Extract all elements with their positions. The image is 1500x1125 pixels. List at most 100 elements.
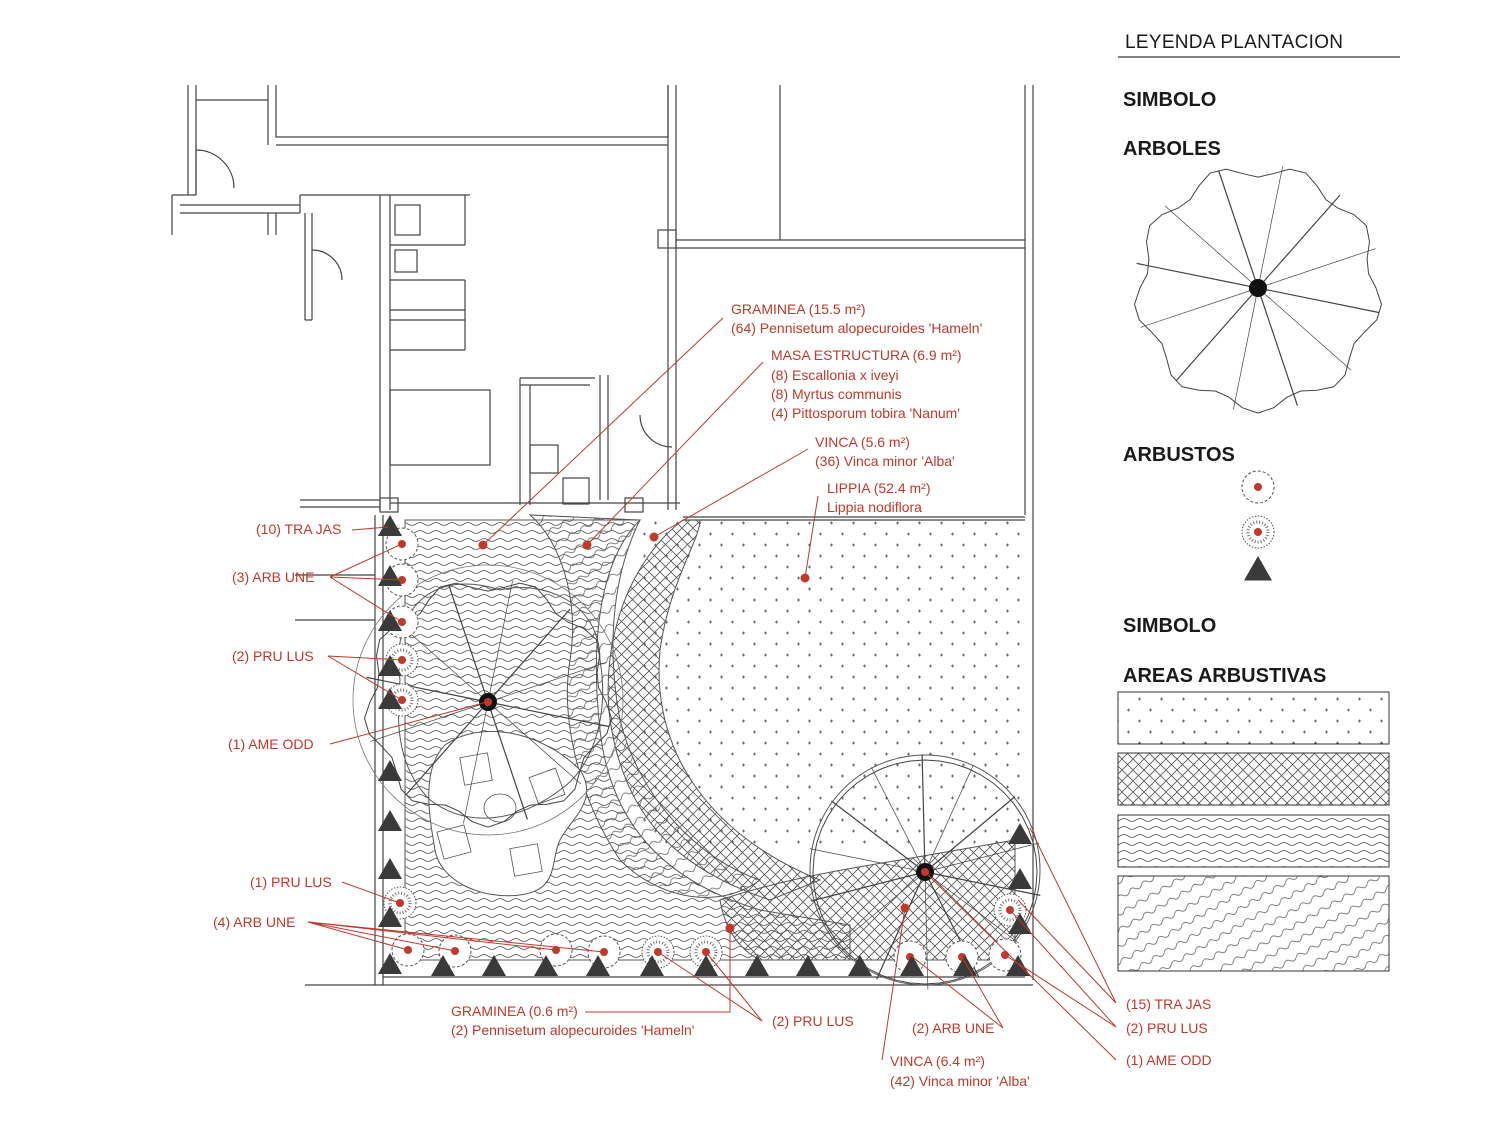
label-ame-odd-left: (1) AME ODD: [228, 736, 314, 752]
tree-branch-line: [448, 584, 489, 703]
leader-lines: [307, 317, 1117, 1061]
trellis-triangle-icon: [378, 655, 402, 676]
tree-trunk-dot: [1249, 279, 1267, 297]
tree-branch-line: [924, 842, 1040, 873]
trellis-triangle-icon: [1006, 955, 1030, 976]
trellis-triangle-icon: [534, 955, 558, 976]
svg-text:(2) Pennisetum alopecuroides ': (2) Pennisetum alopecuroides 'Hameln': [451, 1022, 694, 1038]
trellis-triangle-icon: [378, 760, 402, 781]
tree-branch-line: [876, 871, 926, 980]
svg-text:(8) Escallonia x iveyi: (8) Escallonia x iveyi: [771, 367, 899, 383]
legend-symbol-heading-2: SIMBOLO: [1123, 615, 1216, 637]
tree-canopy-left: [397, 583, 604, 819]
tree-marker-dot: [484, 698, 492, 706]
label-pru-lus-2-left: (2) PRU LUS: [232, 648, 314, 664]
label-tra-jas-10: (10) TRA JAS: [256, 521, 341, 537]
legend-symbol-heading: SIMBOLO: [1123, 89, 1216, 111]
tree-branch-line: [1257, 248, 1376, 289]
shrub-foliage-ring: [390, 648, 414, 672]
trellis-triangle-icon: [1008, 868, 1032, 889]
svg-text:Lippia nodiflora: Lippia nodiflora: [827, 499, 922, 515]
legend-areas-heading: AREAS ARBUSTIVAS: [1123, 665, 1326, 687]
tree-branch-line: [1257, 287, 1352, 371]
trellis-triangle-icon: [378, 953, 402, 974]
tree-branch-line: [924, 871, 1041, 896]
svg-text:GRAMINEA (15.5 m²): GRAMINEA (15.5 m²): [731, 301, 866, 317]
trellis-triangle-icon: [900, 955, 924, 976]
tree-branch-line: [1164, 205, 1259, 289]
trellis-triangle-icon: [378, 610, 402, 631]
tree-branch-line: [487, 608, 571, 703]
tree-branch-line: [810, 871, 926, 902]
tree-branch-line: [1257, 194, 1341, 289]
shrub-foliage-ring: [998, 898, 1022, 922]
trellis-triangle-icon: [848, 955, 872, 976]
tree-branch-line: [1136, 262, 1259, 289]
shrub-foliage-ring: [646, 940, 670, 964]
tree-branch-line: [1218, 170, 1259, 289]
trellis-triangle-icon: [378, 688, 402, 709]
tree-branch-line: [1257, 287, 1298, 406]
tree-branch-line: [924, 796, 1016, 873]
legend-swatch-masa-estructura: [1117, 875, 1390, 972]
building-floorplan: [171, 85, 1034, 986]
label-arb-une-4: (4) ARB UNE: [213, 914, 295, 930]
legend-title: LEYENDA PLANTACION: [1125, 32, 1343, 53]
trellis-triangle-icon: [1244, 556, 1272, 581]
lippia-area: [640, 520, 1025, 845]
label-pru-lus-2-right: (2) PRU LUS: [1126, 1020, 1208, 1036]
tree-canopy-outline: [812, 759, 1038, 985]
tree-branch-line: [487, 662, 606, 703]
tree-branch-line: [924, 871, 1019, 944]
vinca-area-lower: [719, 839, 1016, 961]
svg-text:(4) Pittosporum tobira 'Nanum': (4) Pittosporum tobira 'Nanum': [771, 405, 960, 421]
label-arb-une-2: (2) ARB UNE: [912, 1020, 994, 1036]
tree-branch-line: [834, 871, 926, 948]
callout-graminea-small: GRAMINEA (0.6 m²) (2) Pennisetum alopecu…: [451, 1003, 694, 1038]
tree-branch-line: [830, 800, 926, 873]
tree-branch-line: [1257, 287, 1380, 314]
masa-estructura-area: [528, 514, 762, 898]
svg-text:VINCA (6.4 m²): VINCA (6.4 m²): [890, 1053, 985, 1069]
shrub-foliage-ring: [388, 891, 412, 915]
svg-text:GRAMINEA (0.6 m²): GRAMINEA (0.6 m²): [451, 1003, 578, 1019]
planting-areas: [352, 514, 1041, 986]
trellis-tra-jas: [378, 515, 1032, 976]
trellis-triangle-icon: [694, 955, 718, 976]
tree-canopy-left-outer: [352, 564, 624, 836]
legend-shrub-symbols: [1241, 470, 1275, 581]
label-arb-une-3: (3) ARB UNE: [232, 569, 314, 585]
tree-branch-line: [809, 848, 926, 873]
legend-swatch-vinca: [1117, 752, 1390, 806]
trellis-triangle-icon: [1008, 823, 1032, 844]
shrub-foliage-ring: [390, 688, 414, 712]
trellis-triangle-icon: [378, 565, 402, 586]
svg-text:(64) Pennisetum alopecuroides: (64) Pennisetum alopecuroides 'Hameln': [731, 320, 982, 336]
svg-text:(42) Vinca minor 'Alba': (42) Vinca minor 'Alba': [890, 1073, 1030, 1089]
trellis-triangle-icon: [586, 955, 610, 976]
tree-branch-line: [370, 701, 489, 742]
tree-canopy-right: [809, 754, 1041, 986]
legend: LEYENDA PLANTACION SIMBOLO ARBOLES ARBUS…: [1117, 32, 1400, 972]
tree-branch-line: [487, 580, 513, 703]
tree-branch-line: [487, 701, 610, 728]
label-pru-lus-2-bottom: (2) PRU LUS: [772, 1013, 854, 1029]
trellis-triangle-icon: [640, 955, 664, 976]
tree-branch-line: [487, 701, 582, 785]
trellis-triangle-icon: [745, 955, 769, 976]
tree-branch-line: [871, 767, 926, 873]
legend-tree-symbol: [1133, 166, 1383, 414]
tree-branch-line: [1233, 287, 1259, 410]
tree-branch-line: [1175, 287, 1259, 382]
label-tra-jas-15: (15) TRA JAS: [1126, 996, 1211, 1012]
trellis-triangle-icon: [378, 810, 402, 831]
tree-branch-line: [924, 871, 929, 990]
trellis-triangle-icon: [1008, 913, 1032, 934]
trellis-triangle-icon: [378, 515, 402, 536]
legend-trees-heading: ARBOLES: [1123, 138, 1221, 160]
tree-canopy-outline: [1133, 168, 1383, 414]
svg-text:LIPPIA (52.4 m²): LIPPIA (52.4 m²): [827, 480, 930, 496]
seating-lawn: [428, 730, 588, 897]
trellis-triangle-icon: [482, 955, 506, 976]
